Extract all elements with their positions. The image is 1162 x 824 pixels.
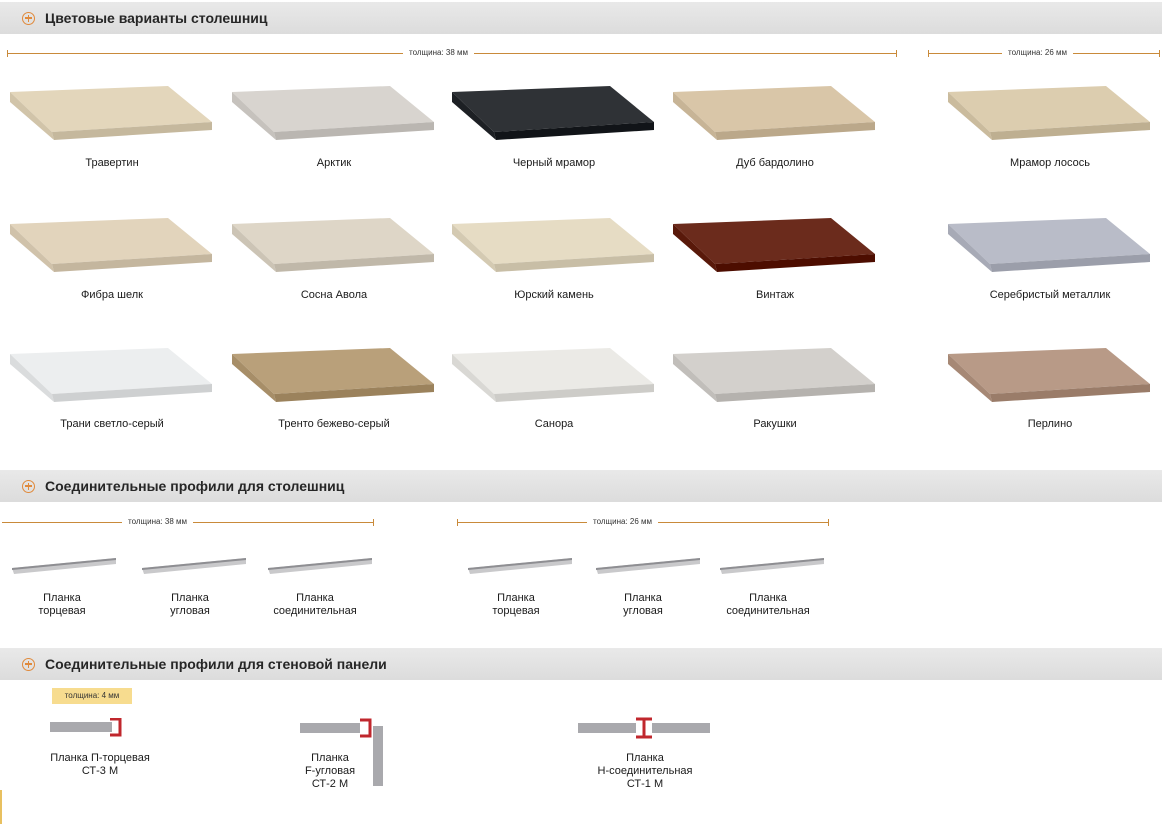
countertop-swatch[interactable] xyxy=(10,84,216,140)
thickness-label: толщина: 38 мм xyxy=(403,48,474,57)
profile-strip-icon[interactable] xyxy=(10,554,120,578)
h-connecting-profile-diagram xyxy=(578,717,710,739)
profile-strip-icon[interactable] xyxy=(140,554,250,578)
countertop-swatch[interactable] xyxy=(452,84,658,140)
thickness-badge: толщина: 4 мм xyxy=(52,688,132,704)
countertop-name: Мрамор лосось xyxy=(1010,157,1090,169)
countertop-name: Трани светло-серый xyxy=(60,418,164,430)
countertop-swatch[interactable] xyxy=(948,216,1154,272)
countertop-name: Фибра шелк xyxy=(81,289,143,301)
section-header-panels[interactable]: Соединительные профили для стеновой пане… xyxy=(0,648,1162,680)
countertop-swatch[interactable] xyxy=(232,216,438,272)
thickness-line-26: толщина: 26 мм xyxy=(928,48,1160,58)
section-title: Цветовые варианты столешниц xyxy=(45,10,268,26)
countertop-name: Черный мрамор xyxy=(512,157,596,169)
countertop-swatch[interactable] xyxy=(673,216,879,272)
section-title: Соединительные профили для стеновой пане… xyxy=(45,656,387,672)
countertop-name: Дуб бардолино xyxy=(736,157,814,169)
expand-plus-icon[interactable] xyxy=(22,11,35,25)
thickness-line-26: толщина: 26 мм xyxy=(457,517,829,527)
p-end-profile-diagram xyxy=(50,718,122,737)
countertop-swatch[interactable] xyxy=(948,346,1154,402)
panel-label-st1: Планка Н-соединительная СТ-1 М xyxy=(597,752,693,790)
f-corner-profile-diagram xyxy=(300,718,383,786)
countertop-name: Санора xyxy=(534,418,574,430)
countertop-name: Тренто бежево-серый xyxy=(278,418,390,430)
section-title: Соединительные профили для столешниц xyxy=(45,478,345,494)
countertop-swatch[interactable] xyxy=(673,346,879,402)
countertop-swatch[interactable] xyxy=(10,216,216,272)
countertop-name: Ракушки xyxy=(753,418,797,430)
countertop-swatch[interactable] xyxy=(10,346,216,402)
countertop-name: Сосна Авола xyxy=(300,289,368,301)
countertop-swatch[interactable] xyxy=(452,346,658,402)
countertop-name: Травертин xyxy=(85,157,139,169)
countertop-swatch[interactable] xyxy=(948,84,1154,140)
left-edge-marker xyxy=(0,790,2,824)
countertop-swatch[interactable] xyxy=(452,216,658,272)
countertop-swatch[interactable] xyxy=(232,84,438,140)
expand-plus-icon[interactable] xyxy=(22,657,35,671)
countertop-name: Арктик xyxy=(316,157,352,169)
profile-strip-icon[interactable] xyxy=(594,554,704,578)
profile-strip-icon[interactable] xyxy=(718,554,828,578)
thickness-label: толщина: 26 мм xyxy=(1002,48,1073,57)
panel-label-st2: Планка F-угловая СТ-2 М xyxy=(304,752,356,790)
section-header-colors[interactable]: Цветовые варианты столешниц xyxy=(0,2,1162,34)
panel-label-st3: Планка П-торцевая СТ-3 М xyxy=(50,752,150,777)
profile-strip-icon[interactable] xyxy=(266,554,376,578)
thickness-line-38: толщина: 38 мм xyxy=(2,517,374,527)
thickness-line-38: толщина: 38 мм xyxy=(7,48,897,58)
section-header-profiles[interactable]: Соединительные профили для столешниц xyxy=(0,470,1162,502)
countertop-name: Серебристый металлик xyxy=(989,289,1111,301)
countertop-swatch[interactable] xyxy=(673,84,879,140)
countertop-name: Винтаж xyxy=(756,289,794,301)
countertop-swatch[interactable] xyxy=(232,346,438,402)
countertop-name: Юрский камень xyxy=(514,289,594,301)
countertop-name: Перлино xyxy=(1027,418,1073,430)
profile-strip-icon[interactable] xyxy=(466,554,576,578)
thickness-label: толщина: 38 мм xyxy=(122,517,193,526)
thickness-label: толщина: 26 мм xyxy=(587,517,658,526)
expand-plus-icon[interactable] xyxy=(22,479,35,493)
